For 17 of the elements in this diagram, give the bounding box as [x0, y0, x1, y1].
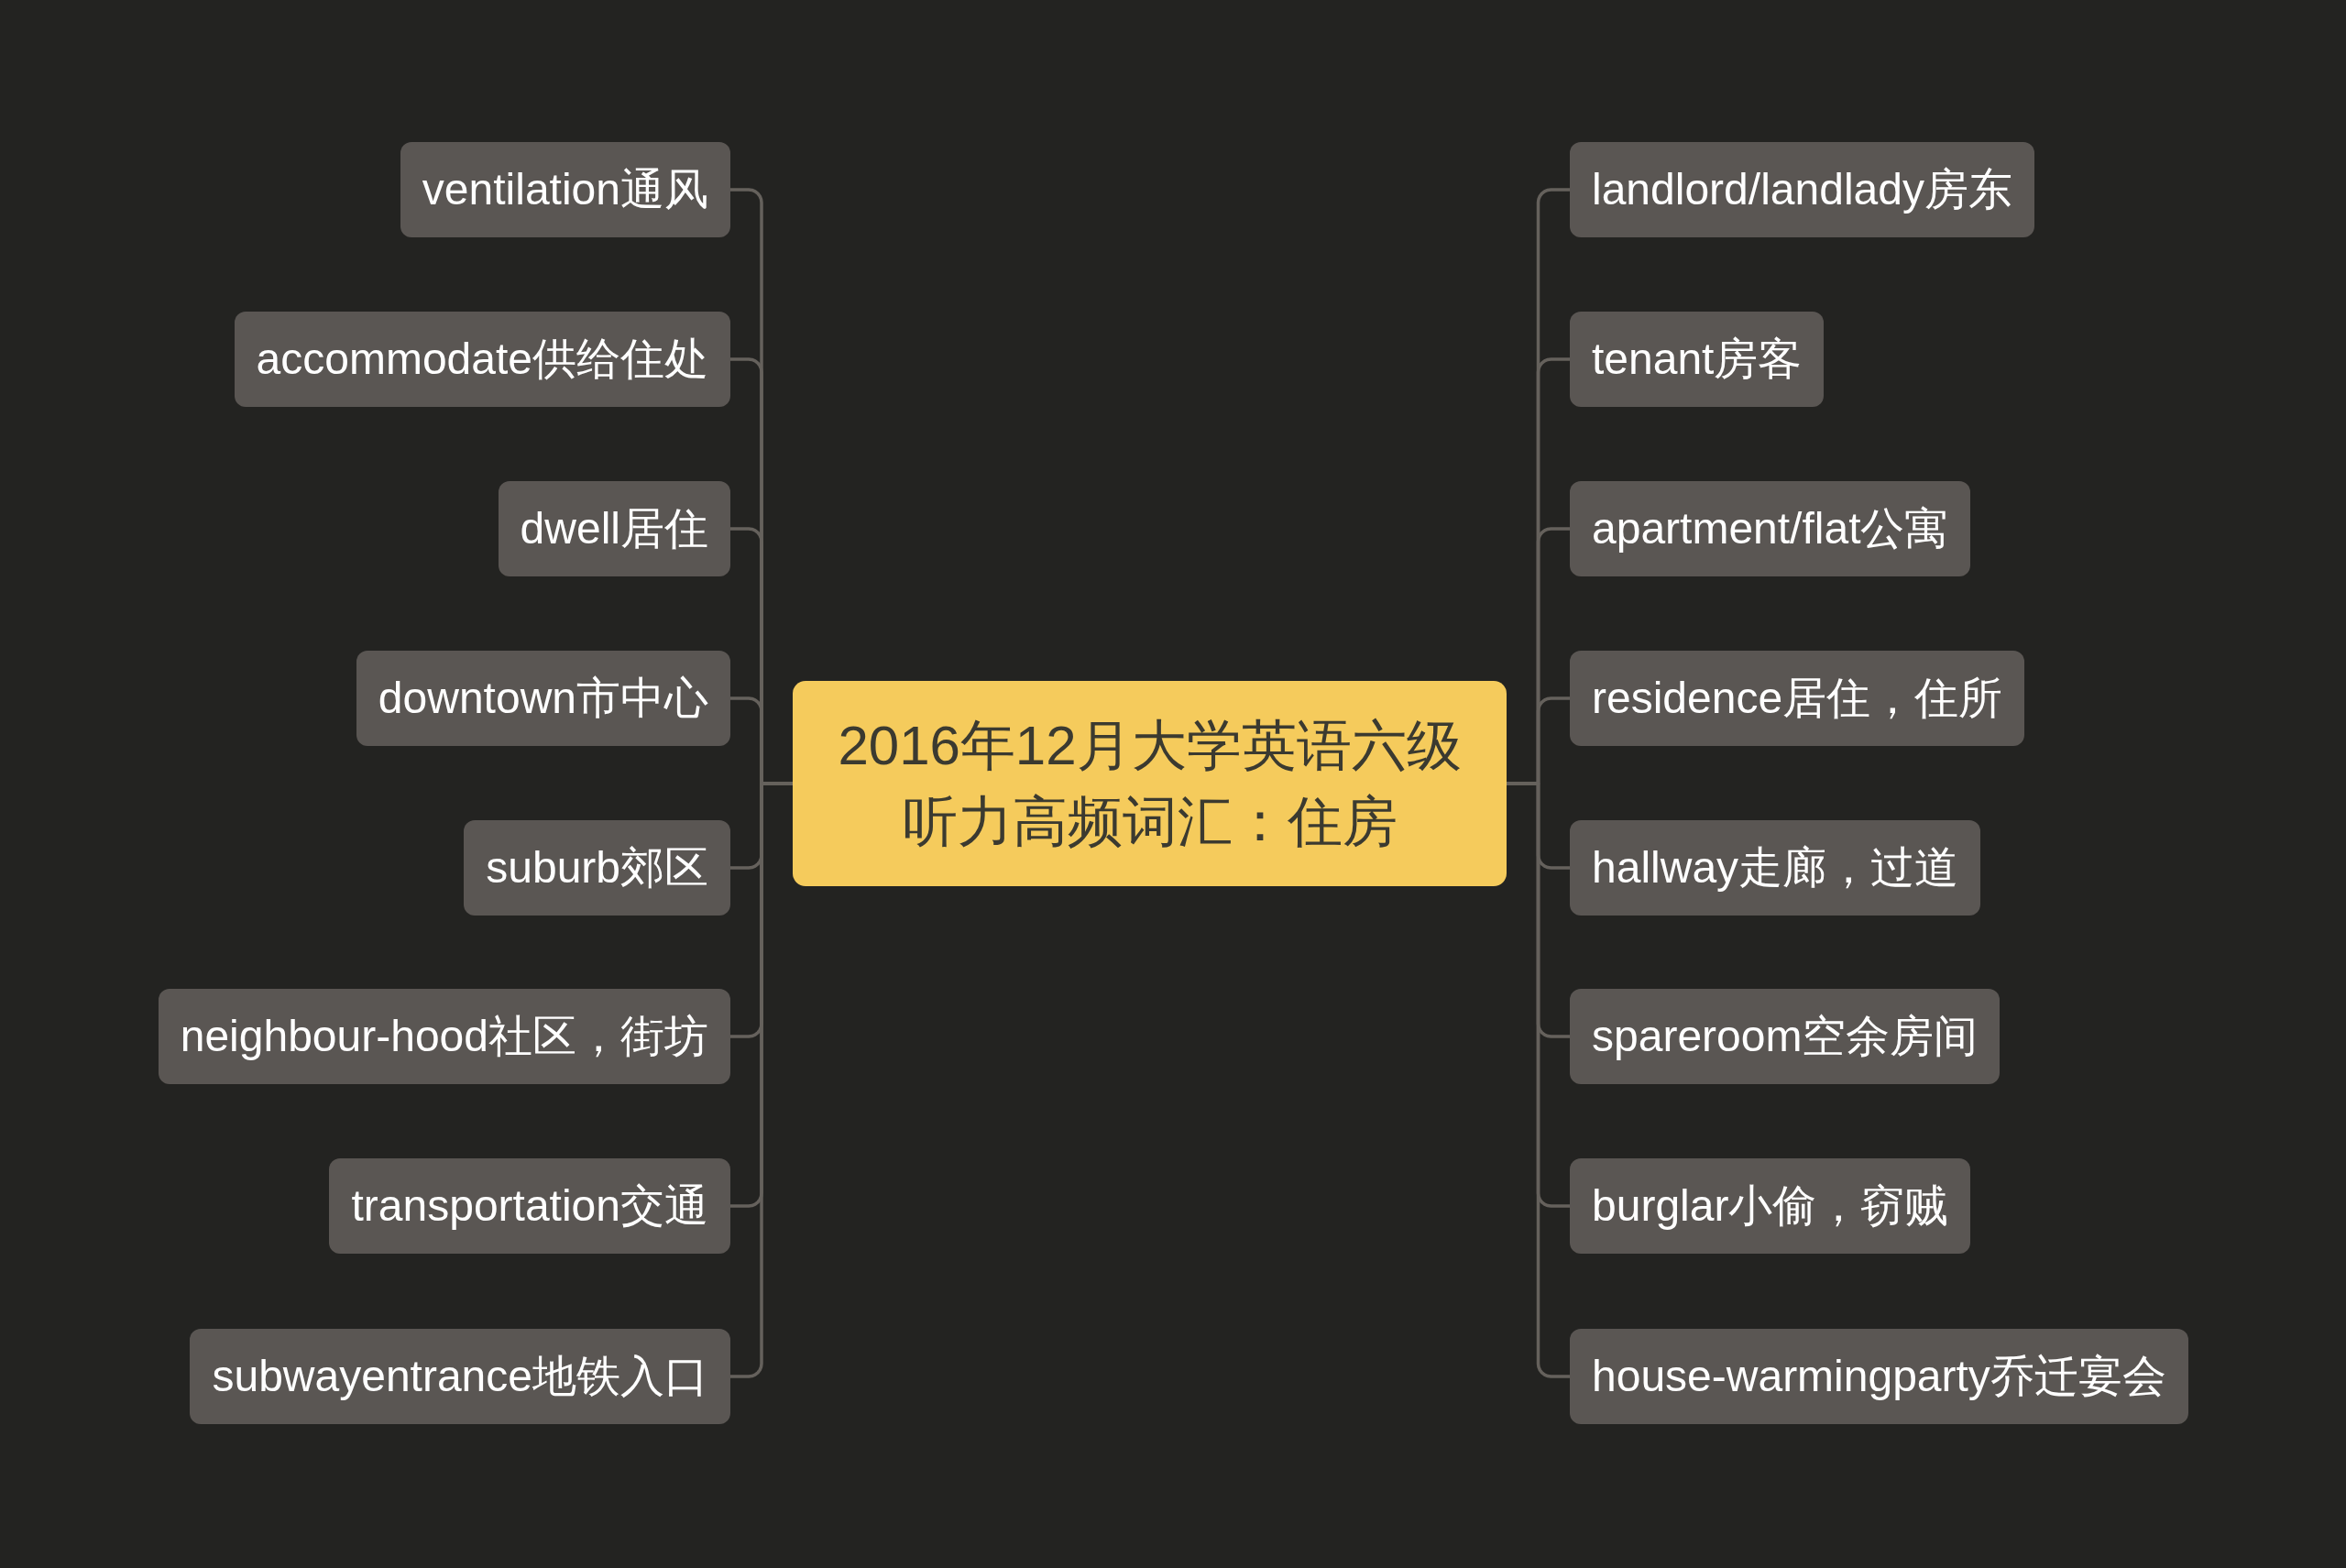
- subtopic: residence居住，住所: [1570, 651, 2025, 746]
- subtopic: house-warmingparty乔迁宴会: [1570, 1329, 2188, 1424]
- subtopic: ventilation通风: [400, 142, 730, 237]
- subtopic: neighbour-hood社区，街坊: [158, 989, 730, 1084]
- subtopic: hallway走廊，过道: [1570, 820, 1981, 916]
- subtopic: spareroom空余房间: [1570, 989, 2001, 1084]
- subtopic: dwell居住: [498, 481, 730, 576]
- central-topic: 2016年12月大学英语六级听力高频词汇：住房: [793, 681, 1507, 886]
- subtopic: burglar小偷，窃贼: [1570, 1158, 1971, 1254]
- subtopic: accommodate供给住处: [234, 312, 730, 407]
- subtopic: landlord/landlady房东: [1570, 142, 2034, 237]
- subtopic: suburb郊区: [464, 820, 730, 916]
- subtopic: apartment/flat公寓: [1570, 481, 1971, 576]
- subtopic: downtown市中心: [356, 651, 730, 746]
- subtopic: subwayentrance地铁入口: [190, 1329, 730, 1424]
- subtopic: transportation交通: [329, 1158, 730, 1254]
- subtopic: tenant房客: [1570, 312, 1825, 407]
